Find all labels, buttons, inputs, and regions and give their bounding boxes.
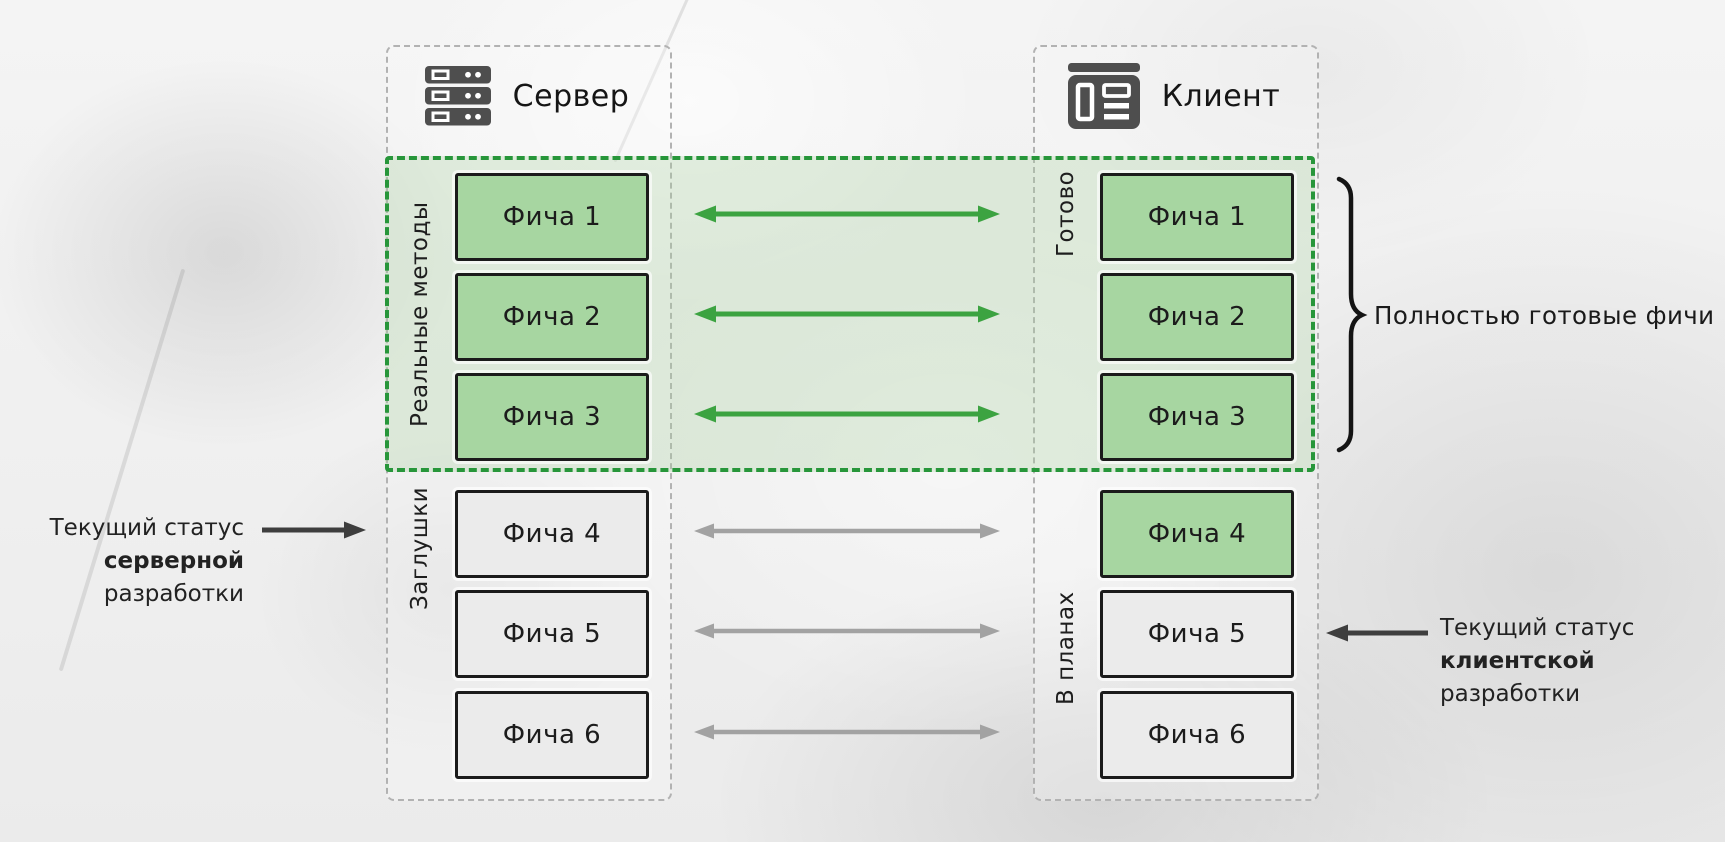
server-feature-box-3: Фича 3 [455,373,649,461]
sync-arrow-feature-5 [694,623,1000,639]
client-title: Клиент [1161,78,1281,114]
annotation-line-bold: серверной [103,548,244,574]
server-feature-box-5: Фича 5 [455,590,649,678]
client-group-label-planned: В планах [1053,591,1079,705]
server-feature-box-1: Фича 1 [455,173,649,261]
browser-window-icon [1067,63,1140,129]
client-feature-box-1: Фича 1 [1100,173,1294,261]
sync-arrow-feature-6 [694,724,1000,740]
server-feature-box-6: Фича 6 [455,691,649,779]
client-feature-box-2: Фича 2 [1100,273,1294,361]
client-feature-box-4: Фича 4 [1100,490,1294,578]
client-group-label-ready: Готово [1053,170,1079,258]
client-feature-box-6: Фича 6 [1100,691,1294,779]
server-title: Сервер [512,78,630,114]
server-group-label-real-methods: Реальные методы [407,201,433,427]
annotation-line: Текущий статус [49,515,244,541]
server-status-annotation: Текущий статус серверной разработки [20,512,244,611]
server-rack-icon [424,66,491,126]
client-status-annotation: Текущий статус клиентской разработки [1440,612,1700,711]
server-feature-box-4: Фича 4 [455,490,649,578]
client-feature-box-3: Фича 3 [1100,373,1294,461]
server-status-arrow [262,521,366,539]
server-feature-box-2: Фича 2 [455,273,649,361]
brace-label: Полностью готовые фичи [1374,301,1715,330]
annotation-line: Текущий статус [1440,615,1635,641]
annotation-line: разработки [103,581,244,607]
client-header: Клиент [1033,58,1315,134]
client-status-arrow [1326,624,1428,642]
annotation-line: разработки [1440,681,1581,707]
sync-arrow-feature-4 [694,523,1000,539]
annotation-line-bold: клиентской [1440,648,1595,674]
client-feature-box-5: Фича 5 [1100,590,1294,678]
server-header: Сервер [386,58,668,134]
ready-features-brace [1336,176,1368,453]
server-group-label-stubs: Заглушки [407,486,433,610]
